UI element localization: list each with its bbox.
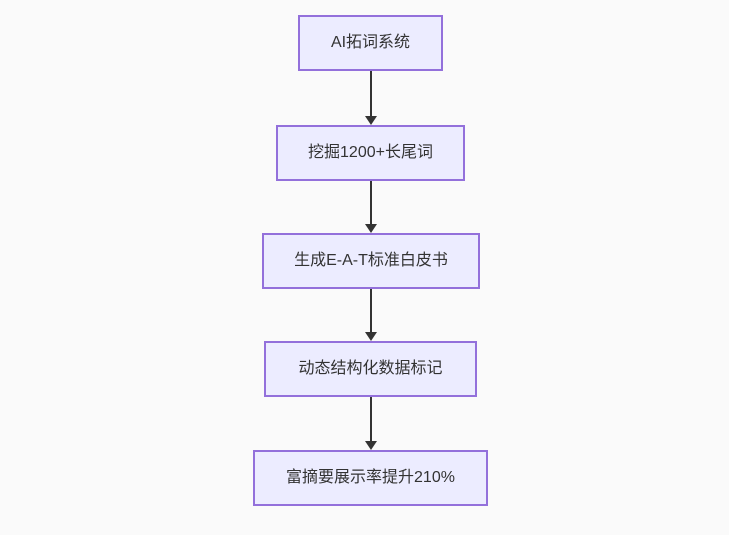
arrow-down-icon xyxy=(365,441,377,450)
arrow-line xyxy=(370,71,372,116)
edge-arrow-4-5 xyxy=(359,397,383,450)
arrow-line xyxy=(370,397,372,441)
arrow-down-icon xyxy=(365,224,377,233)
node-ai-word-expansion-system: AI拓词系统 xyxy=(298,15,443,71)
arrow-down-icon xyxy=(365,116,377,125)
edge-arrow-2-3 xyxy=(359,181,383,233)
arrow-line xyxy=(370,181,372,224)
arrow-line xyxy=(370,289,372,332)
node-rich-snippet-rate-increase: 富摘要展示率提升210% xyxy=(253,450,488,506)
arrow-down-icon xyxy=(365,332,377,341)
node-dynamic-structured-data-markup: 动态结构化数据标记 xyxy=(264,341,477,397)
node-generate-eat-whitepaper: 生成E-A-T标准白皮书 xyxy=(262,233,480,289)
edge-arrow-3-4 xyxy=(359,289,383,341)
node-mine-longtail-keywords: 挖掘1200+长尾词 xyxy=(276,125,465,181)
edge-arrow-1-2 xyxy=(359,71,383,125)
